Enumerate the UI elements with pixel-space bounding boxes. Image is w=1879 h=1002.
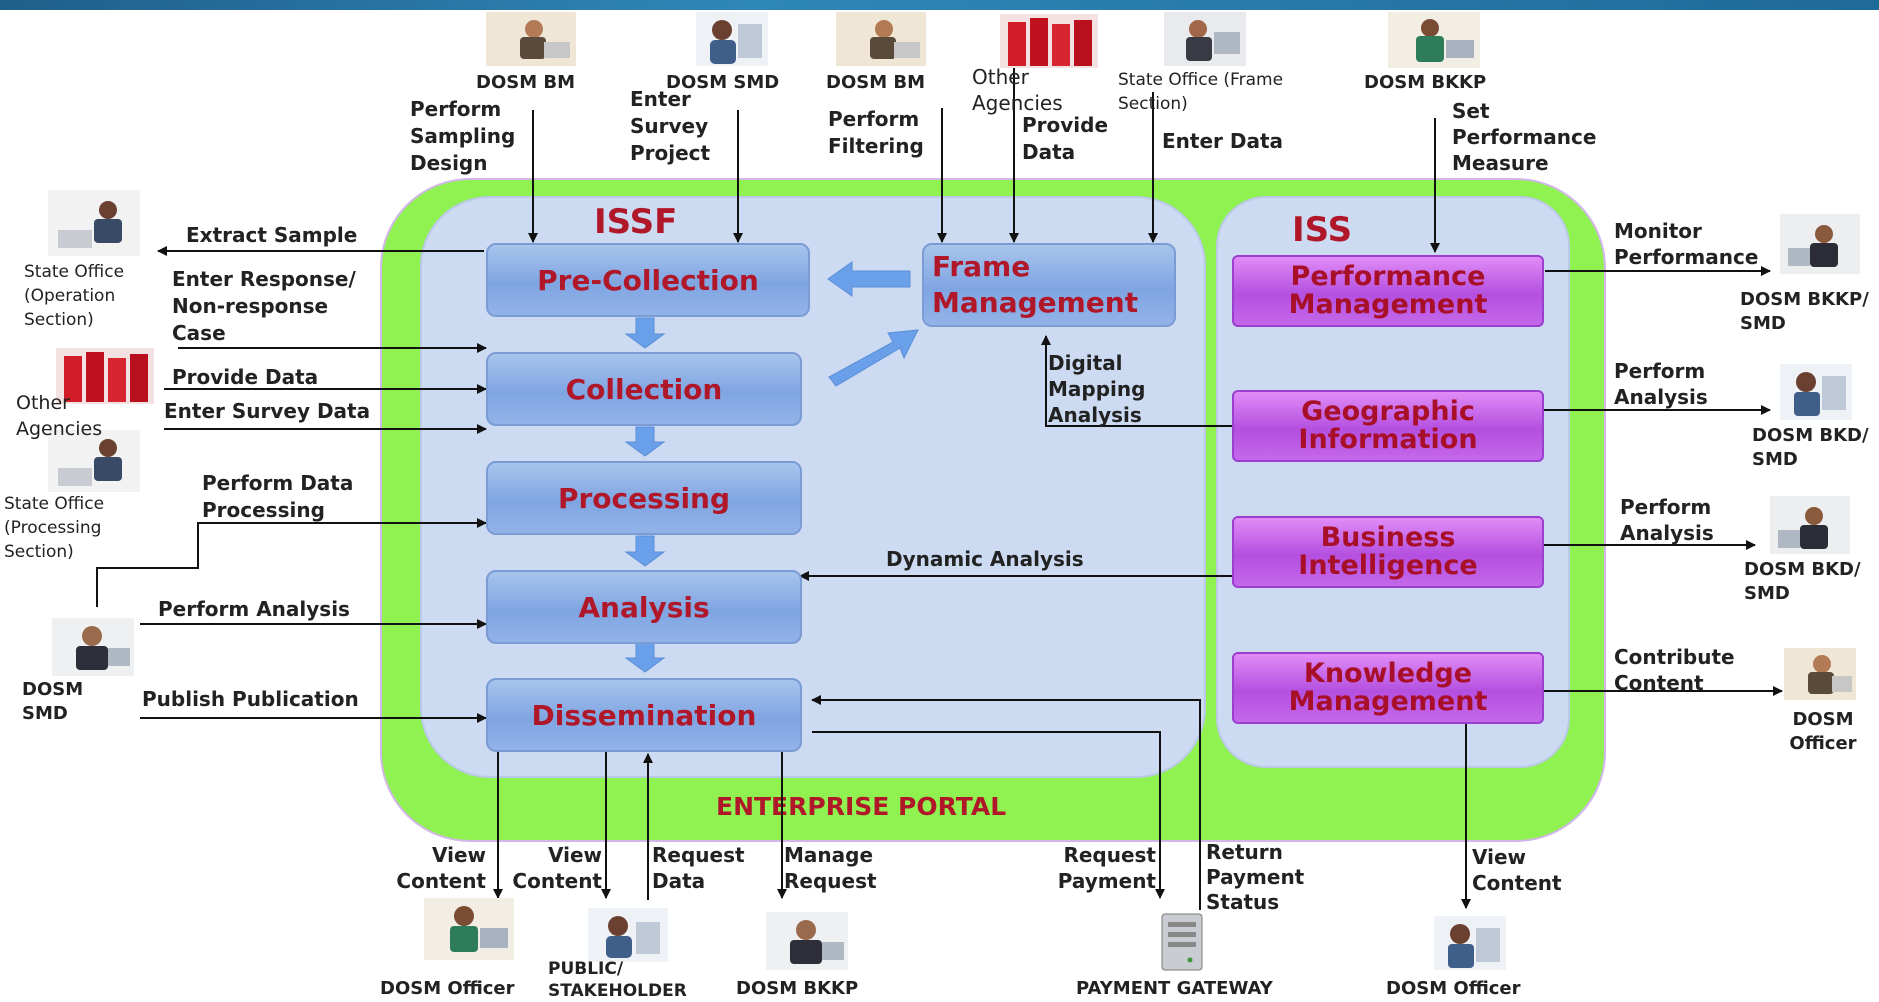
label-extract-sample: Extract Sample (186, 223, 358, 247)
geographic-information-box: Geographic Information (1232, 390, 1544, 462)
person-at-computer-icon (1780, 364, 1852, 420)
performance-management-box: Performance Management (1232, 255, 1544, 327)
label-publish-publication: Publish Publication (142, 687, 359, 711)
actor-dosm-bkd-smd-1: DOSM BKD/ SMD (1752, 425, 1869, 470)
label-enter-survey-data: Enter Survey Data (164, 399, 371, 423)
person-at-computer-icon (1784, 648, 1856, 700)
actor-public-stakeholder: PUBLIC/ STAKEHOLDER (548, 959, 687, 1001)
actor-dosm-officer-bottom-right: DOSM Officer (1386, 978, 1521, 999)
label-manage-request: Manage Request (784, 843, 877, 893)
label-view-content-2: View Content (512, 843, 602, 893)
label-provide-data-top: Provide Data (1022, 113, 1109, 164)
actor-dosm-smd-left: DOSM SMD (22, 679, 84, 724)
person-at-computer-icon (1164, 12, 1246, 66)
label-view-content-1: View Content (396, 843, 486, 893)
actor-dosm-bkkp-top: DOSM BKKP (1364, 72, 1487, 93)
actor-state-office-operation: State Office (Operation Section) (24, 262, 125, 330)
issf-title: ISSF (594, 202, 678, 242)
actor-dosm-officer-right: DOSM Officer (1789, 709, 1857, 754)
label-monitor-performance: Monitor Performance (1614, 219, 1759, 269)
person-at-computer-icon (424, 898, 514, 960)
actor-payment-gateway: PAYMENT GATEWAY (1076, 978, 1273, 999)
actor-dosm-bkd-smd-2: DOSM BKD/ SMD (1744, 559, 1861, 604)
label-return-payment-status: Return Payment Status (1206, 840, 1305, 914)
label-provide-data-left: Provide Data (172, 365, 319, 389)
top-banner (0, 0, 1879, 10)
label-perform-analysis-r1: Perform Analysis (1614, 359, 1708, 409)
person-at-computer-icon (1434, 916, 1506, 970)
person-at-computer-icon (1780, 214, 1860, 274)
label-view-content-3: View Content (1472, 845, 1562, 895)
knowledge-management-box: Knowledge Management (1232, 652, 1544, 724)
label-enter-survey-project: Enter Survey Project (630, 87, 711, 165)
red-binders-icon (56, 348, 154, 404)
analysis-box: Analysis (486, 570, 802, 644)
label-request-data: Request Data (652, 843, 745, 893)
label-perform-data-processing: Perform Data Processing (202, 471, 354, 522)
enterprise-portal-label: ENTERPRISE PORTAL (716, 792, 1007, 821)
label-enter-data: Enter Data (1162, 129, 1284, 153)
actor-other-agencies-top: Other Agencies (972, 65, 1063, 115)
person-at-computer-icon (696, 12, 768, 66)
person-at-computer-icon (1388, 12, 1480, 68)
person-at-computer-icon (48, 430, 140, 492)
person-at-computer-icon (836, 12, 926, 66)
label-set-performance-measure: Set Performance Measure (1452, 99, 1597, 175)
actor-dosm-bm-2: DOSM BM (826, 72, 926, 93)
actor-dosm-officer-bottom-left: DOSM Officer (380, 978, 515, 999)
label-perform-sampling-design: Perform Sampling Design (410, 97, 516, 175)
processing-box: Processing (486, 461, 802, 535)
person-at-computer-icon (588, 908, 668, 962)
person-at-computer-icon (766, 912, 848, 970)
label-contribute-content: Contribute Content (1614, 645, 1735, 695)
business-intelligence-box: Business Intelligence (1232, 516, 1544, 588)
frame-management-box: Frame Management (922, 243, 1176, 327)
label-request-payment: Request Payment (1057, 843, 1156, 893)
dissemination-box: Dissemination (486, 678, 802, 752)
red-binders-icon (1000, 14, 1098, 68)
actor-dosm-bm-1: DOSM BM (476, 72, 576, 93)
actor-state-office-frame: State Office (Frame Section) (1118, 70, 1284, 114)
iss-title: ISS (1292, 210, 1353, 250)
actor-other-agencies-left: Other Agencies (16, 392, 103, 440)
actor-dosm-smd-top: DOSM SMD (666, 72, 780, 93)
actor-state-office-processing: State Office (Processing Section) (4, 494, 105, 562)
person-at-computer-icon (48, 190, 140, 256)
person-at-computer-icon (486, 12, 576, 66)
label-dynamic-analysis: Dynamic Analysis (886, 547, 1084, 571)
pre-collection-box: Pre-Collection (486, 243, 810, 317)
label-perform-analysis-r2: Perform Analysis (1620, 495, 1714, 545)
label-enter-response: Enter Response/ Non-response Case (172, 267, 356, 345)
actor-dosm-bkkp-smd: DOSM BKKP/ SMD (1740, 289, 1869, 334)
label-perform-filtering: Perform Filtering (828, 107, 924, 158)
person-at-computer-icon (1770, 496, 1850, 554)
label-perform-analysis-left: Perform Analysis (158, 597, 350, 621)
label-digital-mapping-analysis: Digital Mapping Analysis (1048, 351, 1146, 427)
server-icon (1161, 913, 1203, 971)
collection-box: Collection (486, 352, 802, 426)
person-at-computer-icon (52, 618, 134, 676)
actor-dosm-bkkp-bottom: DOSM BKKP (736, 978, 859, 999)
